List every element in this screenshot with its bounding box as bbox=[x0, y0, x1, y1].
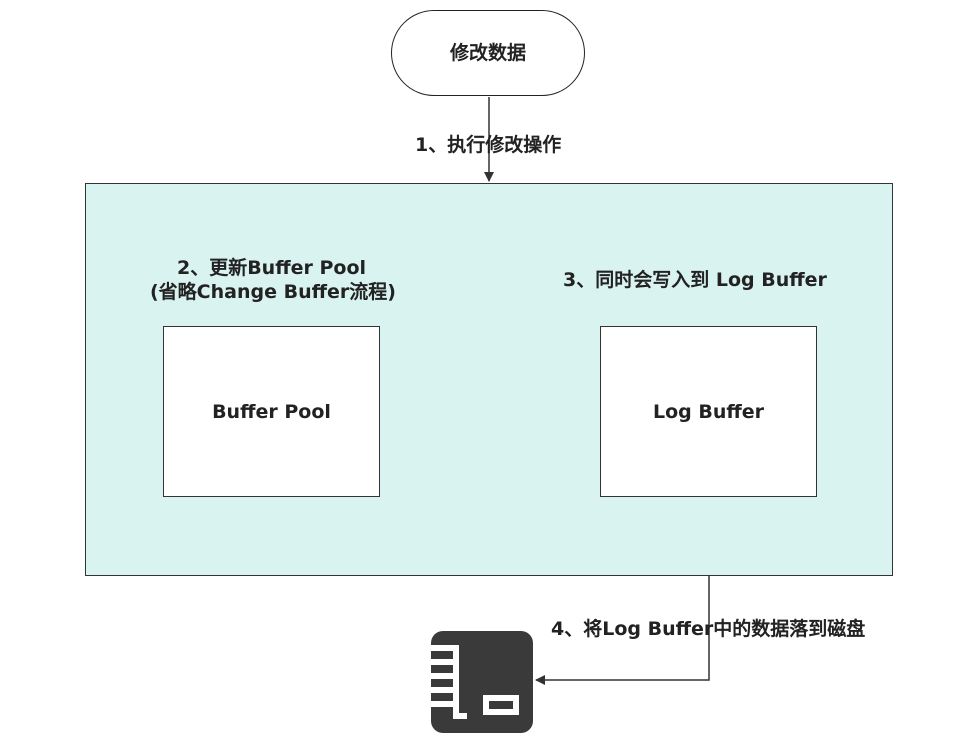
log-buffer-label: Log Buffer bbox=[652, 400, 765, 423]
step2-label-line1: 2、更新Buffer Pool bbox=[176, 257, 367, 279]
buffer-pool-label: Buffer Pool bbox=[212, 400, 331, 423]
start-node: 修改数据 bbox=[391, 10, 585, 96]
start-node-label: 修改数据 bbox=[449, 42, 526, 64]
buffer-pool-box: Buffer Pool bbox=[163, 326, 380, 497]
step2-label-line2: (省略Change Buffer流程) bbox=[150, 281, 396, 303]
step1-label: 1、执行修改操作 bbox=[415, 134, 562, 156]
step2-label: 2、更新Buffer Pool (省略Change Buffer流程) bbox=[150, 256, 396, 304]
disk-icon bbox=[431, 631, 533, 733]
step4-label: 4、将Log Buffer中的数据落到磁盘 bbox=[551, 618, 866, 640]
log-buffer-box: Log Buffer bbox=[600, 326, 817, 497]
step3-label: 3、同时会写入到 Log Buffer bbox=[563, 269, 827, 291]
